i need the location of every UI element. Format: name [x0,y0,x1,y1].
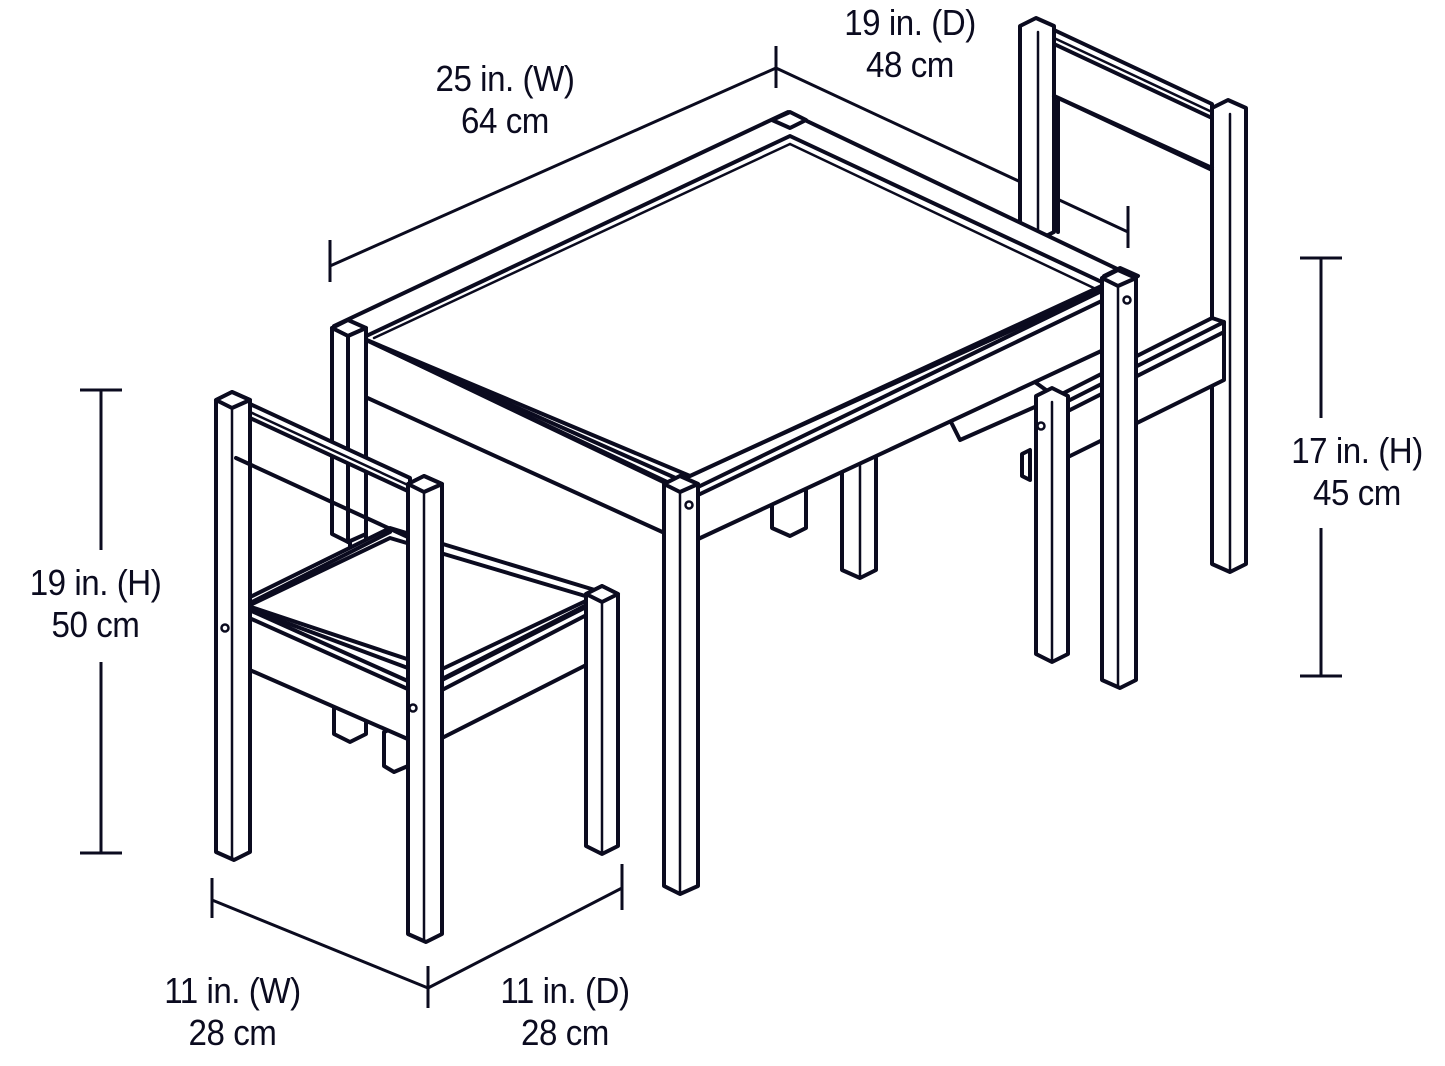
table-width-label: 25 in. (W) 64 cm [408,58,601,142]
table-height-imperial: 17 in. (H) [1291,430,1423,471]
dimension-lines [80,46,1342,1008]
table [330,110,1140,896]
table-height-metric: 45 cm [1313,472,1401,513]
chair-depth-metric: 28 cm [521,1012,609,1053]
table-depth-metric: 48 cm [866,44,954,85]
back-chair [948,16,1248,664]
chair-height-metric: 50 cm [51,604,140,645]
front-chair [214,390,620,944]
table-height-label: 17 in. (H) 45 cm [1279,430,1435,514]
chair-width-metric: 28 cm [188,1012,277,1053]
chair-height-label: 19 in. (H) 50 cm [15,562,176,646]
chair-width-label: 11 in. (W) 28 cm [147,970,317,1054]
chair-depth-label: 11 in. (D) 28 cm [482,970,648,1054]
table-depth-label: 19 in. (D) 48 cm [818,2,1002,86]
chair-height-imperial: 19 in. (H) [29,562,162,603]
chair-depth-imperial: 11 in. (D) [500,970,630,1011]
chair-width-imperial: 11 in. (W) [164,970,301,1011]
table-width-metric: 64 cm [461,100,549,141]
table-width-imperial: 25 in. (W) [435,58,575,99]
table-depth-imperial: 19 in. (D) [844,2,976,43]
